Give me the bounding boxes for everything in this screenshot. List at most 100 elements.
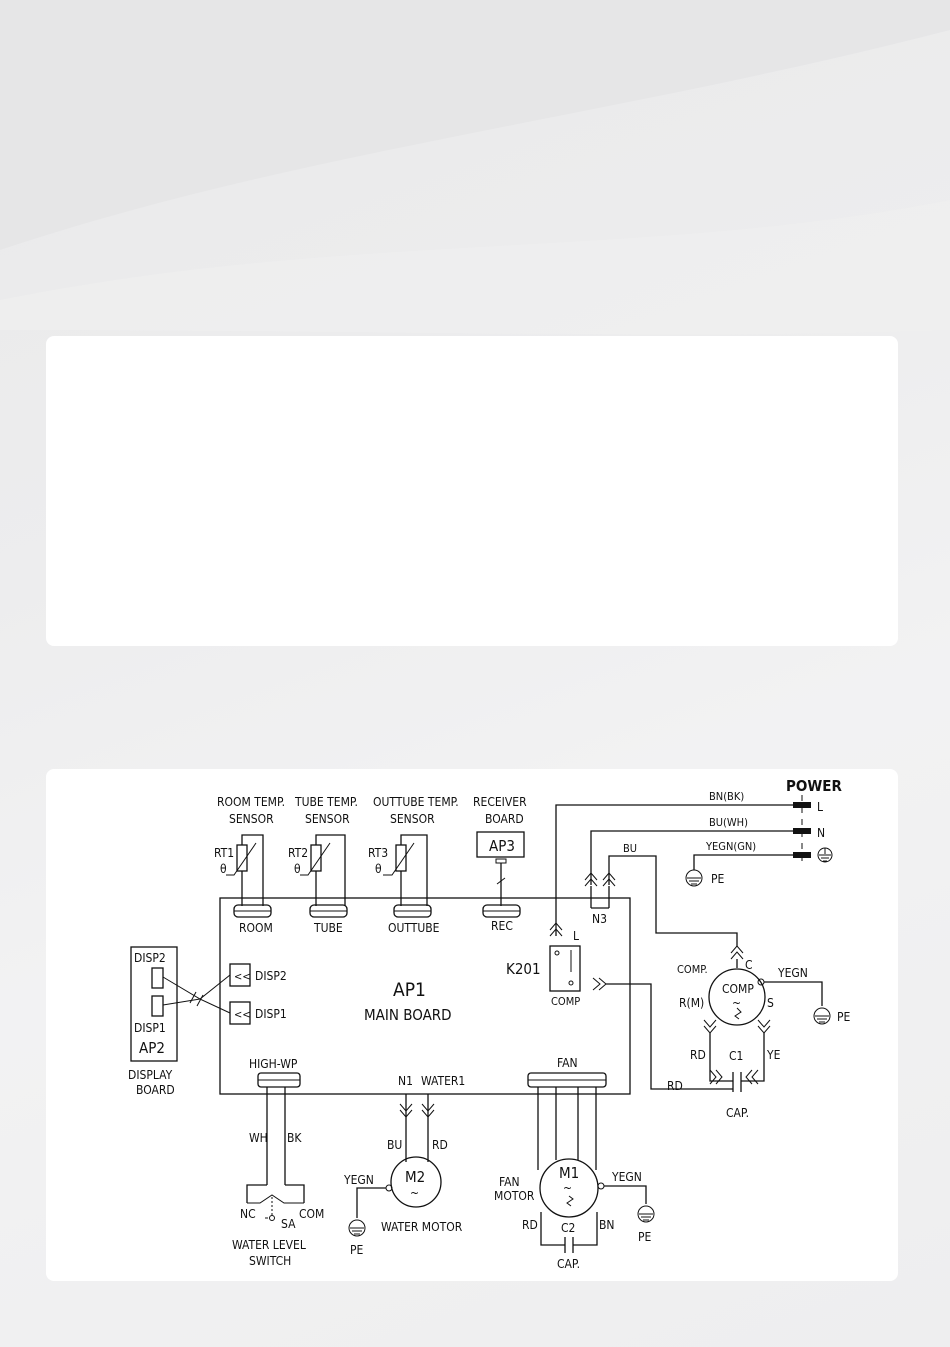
wiring-diagram: POWER L N BN(BK) BU(WH) YEGN(GN) PE BU N…	[128, 777, 851, 1271]
comp-motor-label: COMP	[722, 982, 754, 996]
wire-label-rd-comp: RD	[667, 1079, 683, 1093]
comp-wire-label-ye: YE	[766, 1048, 781, 1062]
rt2-label: RT2	[288, 846, 308, 860]
comp-r-label: R(M)	[679, 996, 704, 1010]
receiver-title-1: RECEIVER	[473, 795, 527, 809]
svg-text:~: ~	[563, 1181, 572, 1195]
fan-cap-label: CAP.	[557, 1257, 580, 1271]
rec-connector-label: REC	[491, 919, 513, 933]
tube-sensor-title-2: SENSOR	[305, 812, 350, 826]
ap2-label: AP2	[139, 1039, 165, 1057]
fan-wire-label-bn: BN	[599, 1218, 614, 1232]
outtube-sensor-title-1: OUTTUBE TEMP.	[373, 795, 459, 809]
blank-content-panel	[46, 336, 898, 646]
tube-connector-label: TUBE	[313, 921, 343, 935]
wiring-diagram-panel: POWER L N BN(BK) BU(WH) YEGN(GN) PE BU N…	[46, 769, 898, 1281]
wire-label-rd-water: RD	[432, 1138, 448, 1152]
display-board-outline	[130, 946, 178, 1062]
water-motor-id: M2	[405, 1168, 425, 1186]
k201-label: K201	[506, 960, 541, 978]
main-board-id: AP1	[393, 979, 426, 1001]
display-disp1-label: DISP1	[134, 1021, 166, 1035]
pe-label-comp: PE	[837, 1010, 851, 1024]
wire-label-bu-comp: BU	[623, 842, 637, 855]
outtube-sensor-title-2: SENSOR	[390, 812, 435, 826]
fan-motor-name-1: FAN	[499, 1175, 520, 1189]
pe-label-power: PE	[711, 872, 725, 886]
switch-com-label: COM	[299, 1207, 324, 1221]
wire-label-bu-water: BU	[387, 1138, 402, 1152]
comp-wire-label-rd: RD	[690, 1048, 706, 1062]
tube-sensor-title-1: TUBE TEMP.	[294, 795, 358, 809]
pe-ground-icon-power	[685, 869, 703, 887]
svg-text:<<: <<	[234, 1008, 251, 1021]
fan-cap-id: C2	[561, 1221, 575, 1235]
svg-text:~: ~	[410, 1186, 419, 1200]
receiver-title-2: BOARD	[485, 812, 524, 826]
ap3-board	[476, 831, 525, 858]
comp-cap-label: CAP.	[726, 1106, 749, 1120]
fan-motor-yegn-label: YEGN	[611, 1170, 642, 1184]
water-motor-icon	[390, 1156, 442, 1208]
power-l-label: L	[817, 800, 823, 814]
power-n-label: N	[817, 826, 825, 840]
fan-motor-name-2: MOTOR	[494, 1189, 535, 1203]
wire-label-bnbk: BN(BK)	[709, 790, 744, 803]
svg-text:<<: <<	[234, 970, 251, 983]
ap3-label: AP3	[489, 837, 515, 855]
fan-label: FAN	[557, 1056, 578, 1070]
display-board-name-1: DISPLAY	[128, 1068, 173, 1082]
k201-comp-label: COMP	[551, 995, 580, 1008]
rt1-label: RT1	[214, 846, 234, 860]
room-sensor-title-2: SENSOR	[229, 812, 274, 826]
comp-yegn-label: YEGN	[777, 966, 808, 980]
pe-label-fan: PE	[638, 1230, 652, 1244]
pe-ground-icon-comp	[813, 1007, 831, 1025]
fan-wire-label-rd: RD	[522, 1218, 538, 1232]
comp-cap-id: C1	[729, 1049, 743, 1063]
rt1-theta: θ	[220, 862, 227, 876]
pe-label-water: PE	[350, 1243, 364, 1257]
pe-ground-icon-water	[348, 1219, 366, 1237]
power-ground-icon	[817, 847, 833, 863]
main-board-name: MAIN BOARD	[364, 1006, 452, 1024]
water-level-switch-name-1: WATER LEVEL	[232, 1238, 306, 1252]
rt3-theta: θ	[375, 862, 382, 876]
n1-label: N1	[398, 1074, 413, 1088]
pe-ground-icon-fan	[637, 1205, 655, 1223]
svg-text:~: ~	[732, 996, 741, 1010]
power-title: POWER	[786, 777, 842, 795]
disp1-label-main: DISP1	[255, 1007, 287, 1021]
disp2-label-main: DISP2	[255, 969, 287, 983]
fan-motor-id: M1	[559, 1164, 579, 1182]
n3-label: N3	[592, 912, 607, 926]
water-level-switch-name-2: SWITCH	[249, 1254, 291, 1268]
wire-label-bk: BK	[287, 1131, 302, 1145]
high-wp-label: HIGH-WP	[249, 1057, 298, 1071]
display-board-name-2: BOARD	[136, 1083, 175, 1097]
rt3-label: RT3	[368, 846, 388, 860]
k201-l-label: L	[573, 929, 579, 943]
switch-nc-label: NC	[240, 1207, 256, 1221]
display-disp2-label: DISP2	[134, 951, 166, 965]
n3-connector	[584, 872, 616, 909]
water1-label: WATER1	[421, 1074, 465, 1088]
comp-label: COMP.	[677, 963, 708, 976]
wire-label-buwh: BU(WH)	[709, 816, 748, 829]
rt2-theta: θ	[294, 862, 301, 876]
comp-c-label: C	[745, 958, 753, 972]
switch-sa-label: SA	[281, 1217, 296, 1231]
wire-label-yegngn: YEGN(GN)	[705, 840, 756, 853]
k201-relay	[549, 945, 581, 992]
comp-s-label: S	[767, 996, 774, 1010]
room-connector-label: ROOM	[239, 921, 273, 935]
water-motor-name: WATER MOTOR	[381, 1220, 463, 1234]
water-level-switch-icon	[246, 1184, 305, 1221]
compressor-icon	[708, 968, 766, 1026]
fan-motor-icon	[539, 1158, 599, 1218]
outtube-connector-label: OUTTUBE	[388, 921, 440, 935]
main-board-outline	[219, 897, 631, 1095]
room-sensor-title-1: ROOM TEMP.	[217, 795, 285, 809]
wire-label-wh: WH	[249, 1131, 268, 1145]
